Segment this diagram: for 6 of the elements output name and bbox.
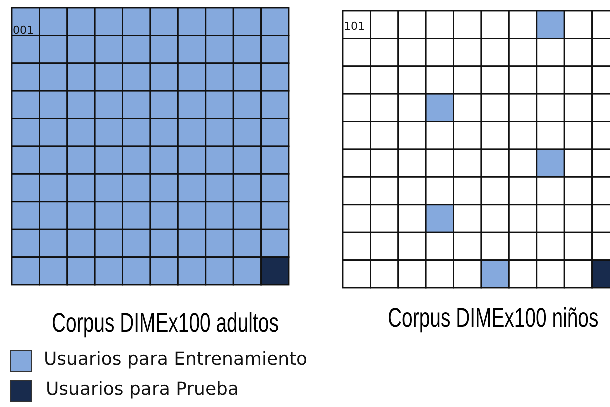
legend-label: Usuarios para Prueba <box>46 379 239 401</box>
grid-caption: Corpus DIMEx100 niños <box>388 303 599 333</box>
legend-label: Usuarios para Entrenamiento <box>44 349 308 371</box>
grid-caption: Corpus DIMEx100 adultos <box>52 308 279 338</box>
cell-number: 101 <box>344 20 365 33</box>
cell-number: 001 <box>13 24 34 37</box>
